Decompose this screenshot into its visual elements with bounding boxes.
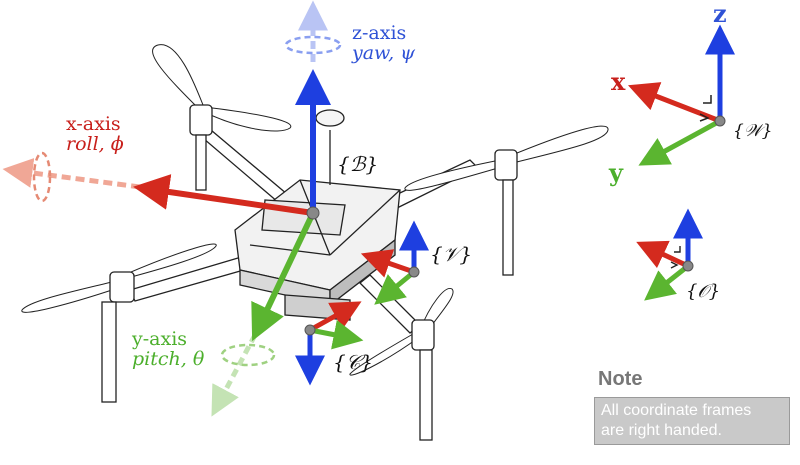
object-frame-label: {𝒪} (686, 281, 721, 302)
propellers (21, 44, 609, 376)
note-line-1: All coordinate frames (601, 402, 752, 419)
object-frame-axes (636, 208, 703, 301)
note-line-2: are right handed. (601, 422, 722, 439)
world-y-label: y (609, 158, 623, 187)
yaw-rotation-indicator (284, 0, 342, 62)
world-frame-label: {𝒲} (733, 121, 773, 141)
world-frame-axes (628, 24, 735, 166)
z-axis-name: z-axis (352, 22, 407, 44)
body-frame-label: {ℬ} (337, 152, 379, 176)
x-axis-label: x-axis roll, ϕ (66, 113, 124, 155)
roll-rotation-indicator (2, 151, 141, 203)
world-x-label: x (611, 67, 626, 96)
x-axis-name: x-axis (66, 113, 121, 135)
vehicle-frame-label: {𝒱} (430, 242, 473, 266)
motors-and-legs (101, 104, 518, 441)
world-z-label: z (713, 0, 727, 28)
camera-frame-label: {𝒞} (333, 350, 374, 374)
y-axis-name: y-axis (132, 328, 188, 350)
y-axis-angle: pitch, θ (132, 347, 205, 370)
note-box: All coordinate frames are right handed. (594, 397, 790, 445)
y-axis-label: y-axis pitch, θ (132, 328, 205, 370)
vehicle-frame-axes (360, 220, 429, 305)
note-title: Note (598, 368, 643, 390)
z-axis-angle: yaw, ψ (352, 41, 416, 64)
z-axis-label: z-axis yaw, ψ (352, 22, 416, 64)
pitch-rotation-indicator (211, 333, 276, 417)
camera-frame-axes (295, 301, 364, 386)
x-axis-angle: roll, ϕ (66, 132, 124, 155)
body-frame-axes (133, 69, 331, 342)
